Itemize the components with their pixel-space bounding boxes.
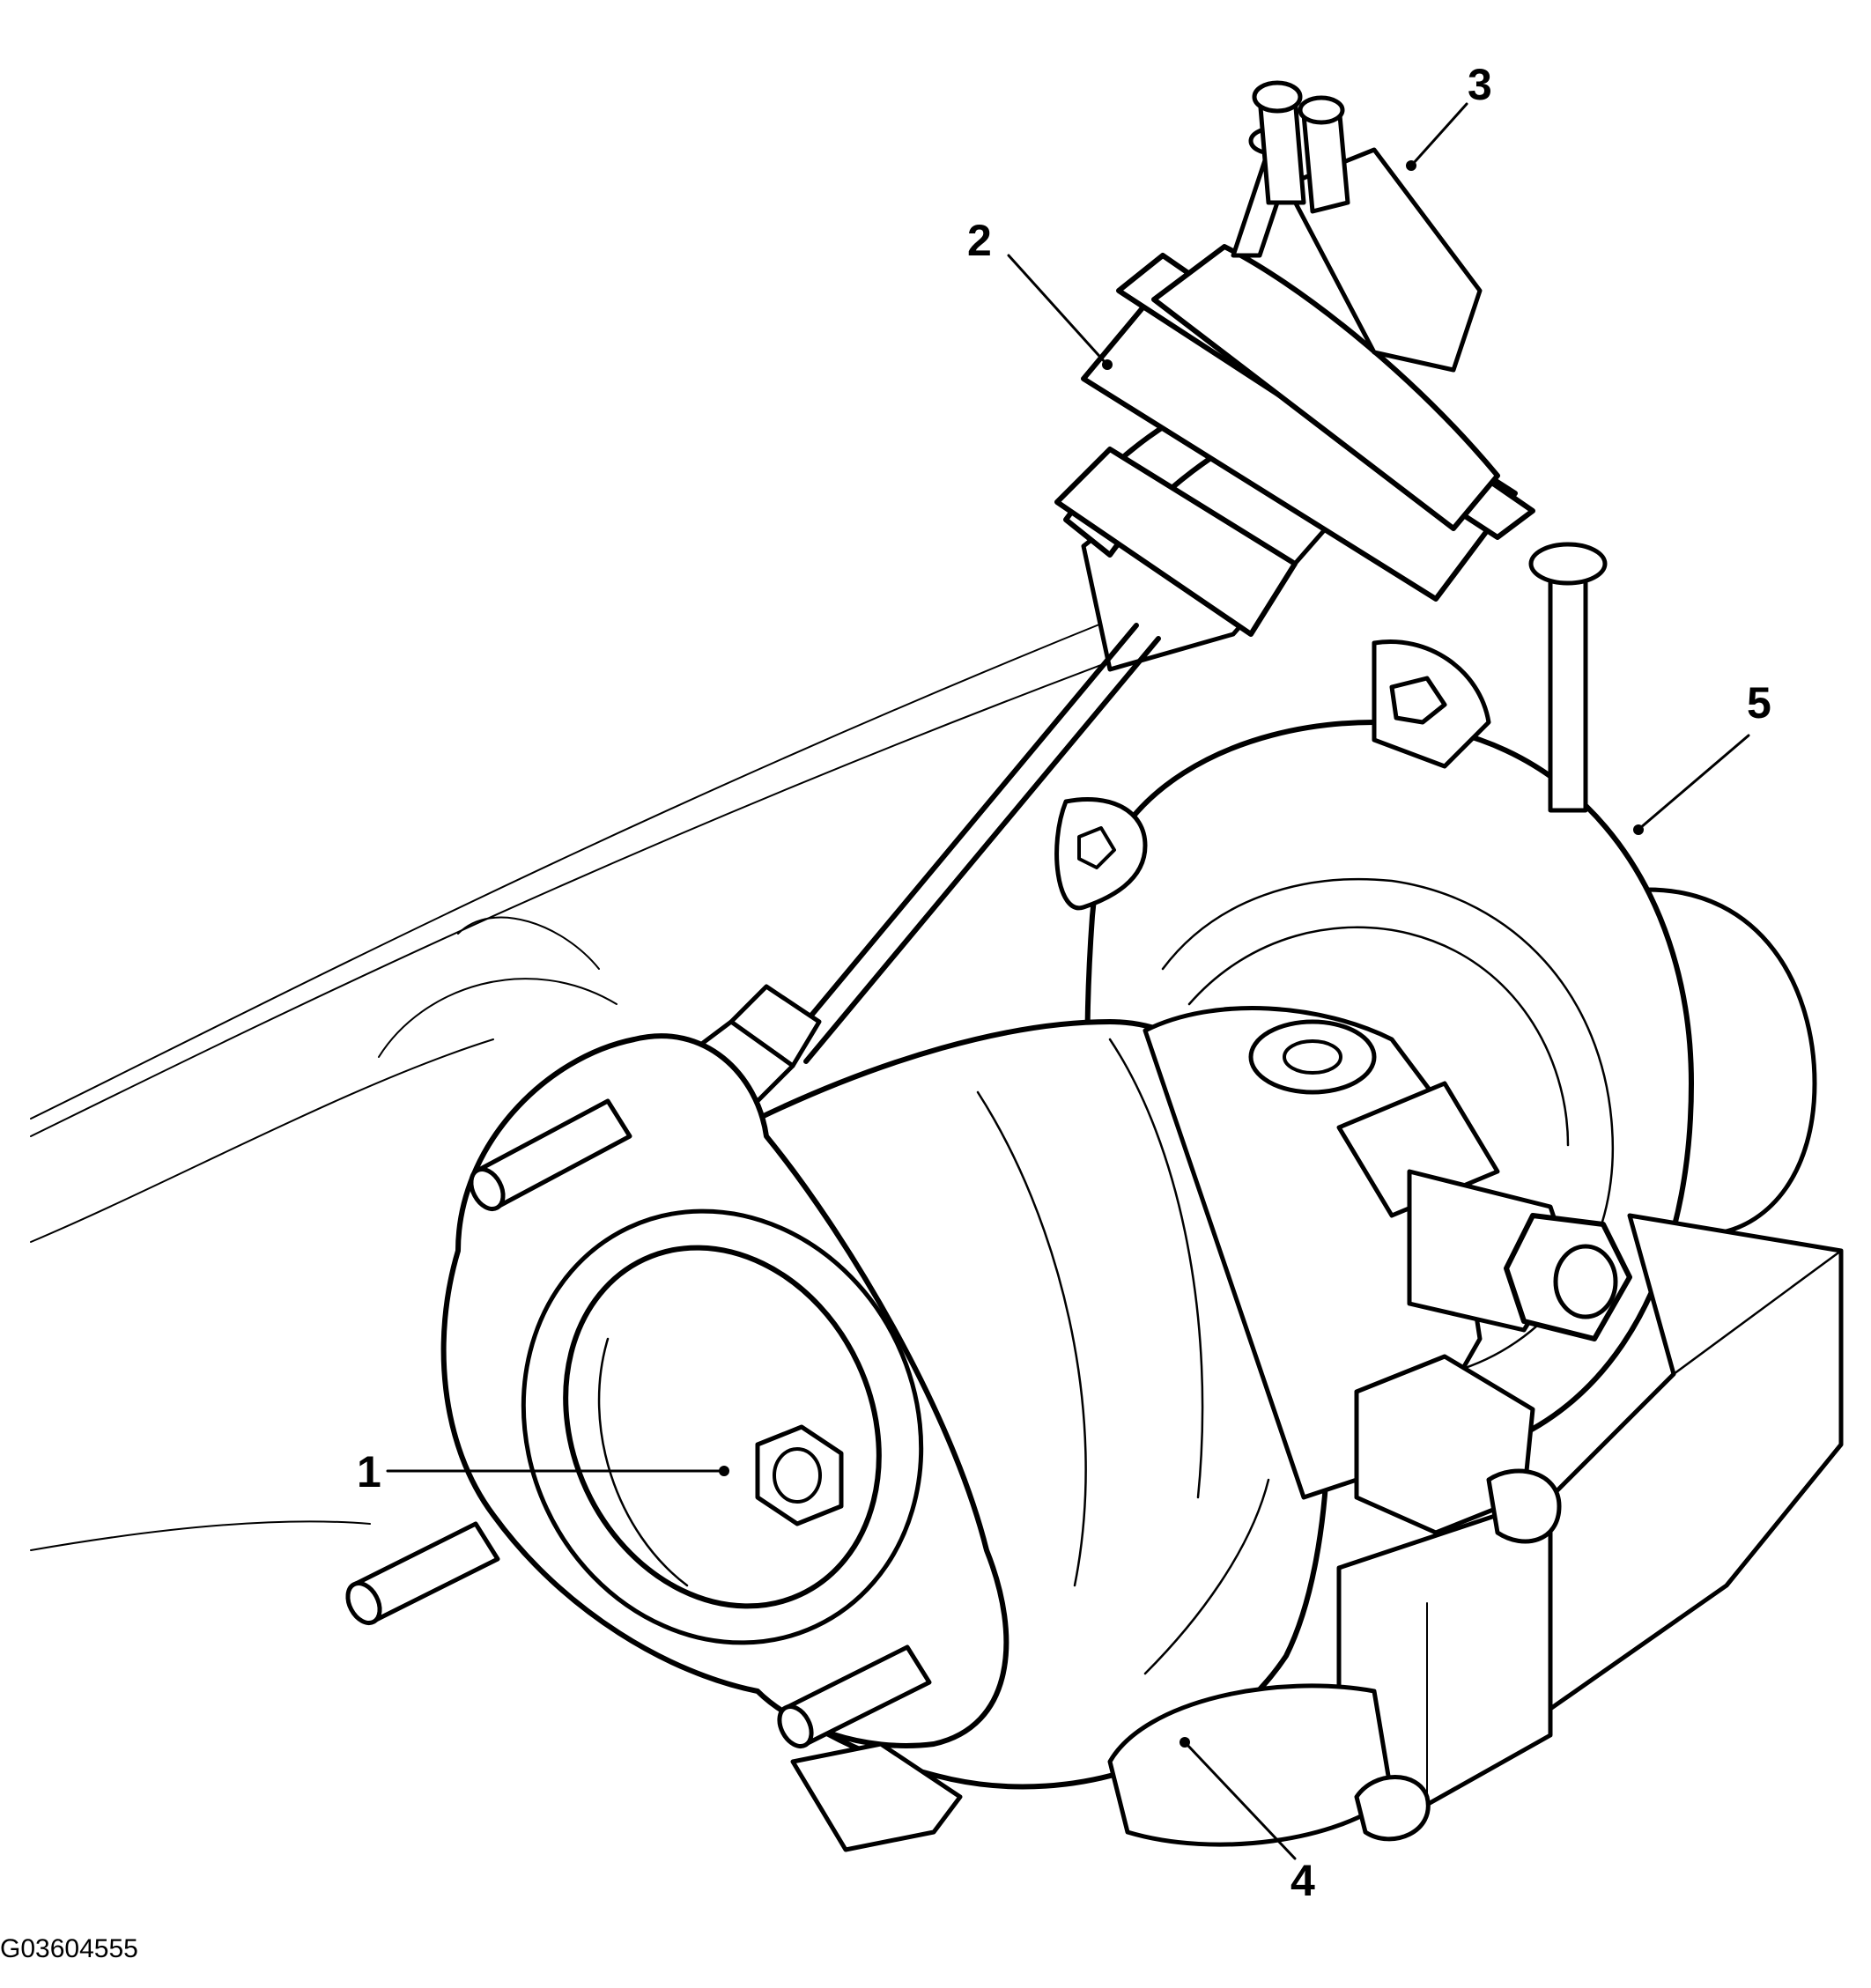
engine-background-lines [30,616,1137,1551]
callout-3-label: 3 [1468,60,1492,109]
exhaust-flange [345,1033,1009,1852]
callout-5-label: 5 [1747,678,1771,728]
figure-code: G03604555 [0,1934,138,1963]
callout-1-label: 1 [357,1447,381,1497]
callout-2-label: 2 [967,216,992,265]
wastegate-actuator [693,80,1535,1104]
callout-leaders [386,102,1750,1860]
callout-4-label: 4 [1290,1856,1315,1905]
